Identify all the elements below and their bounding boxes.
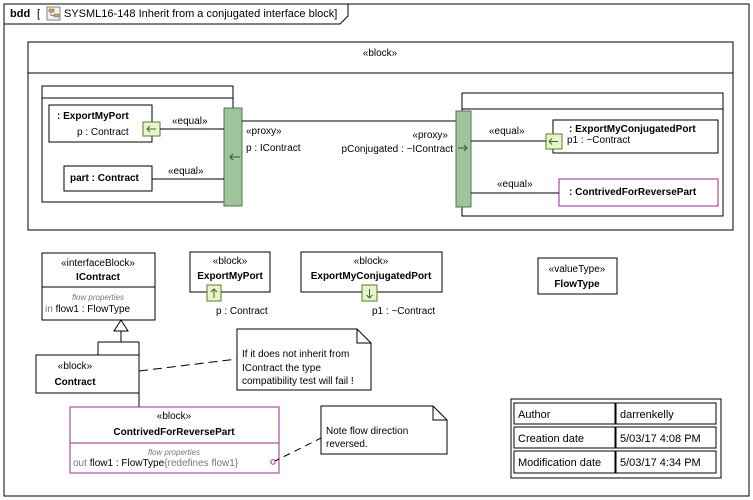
export-my-conj-port-part-name: : ExportMyConjugatedPort xyxy=(569,124,696,135)
contract-block[interactable] xyxy=(35,354,140,394)
info-value-author: darrenkelly xyxy=(620,409,674,421)
proxy-p-label: p : IContract xyxy=(246,143,301,154)
icontract-flow-property: in flow1 : FlowType xyxy=(45,304,131,315)
note-1-anchor xyxy=(138,358,238,372)
export-my-port-block-stereotype: «block» xyxy=(213,256,248,267)
contrived-part[interactable] xyxy=(558,178,719,207)
contract-part-name: part : Contract xyxy=(70,173,140,184)
proxy-port-pconjugated[interactable] xyxy=(455,110,472,208)
info-value-creation: 5/03/17 4:08 PM xyxy=(620,433,701,445)
flowtype-name: FlowType xyxy=(554,279,600,290)
equal-label-2: «equal» xyxy=(168,166,204,177)
equal-label-1: «equal» xyxy=(172,116,208,127)
export-my-port-part-name: : ExportMyPort xyxy=(57,111,129,122)
ibd-block-stereotype: «block» xyxy=(363,48,398,59)
diagram-name-bracket: [ xyxy=(37,8,40,20)
contract-part[interactable] xyxy=(63,165,153,192)
proxy-arrow-right-icon xyxy=(458,144,468,152)
diagram-name: SYSML16-148 Inherit from a conjugated in… xyxy=(64,8,337,20)
note-2-line-1: Note flow direction xyxy=(326,426,408,437)
export-my-conj-port-block-stereotype: «block» xyxy=(354,256,389,267)
contrived-block-name: ContrivedForReversePart xyxy=(113,427,235,438)
contrived-flow-property: out flow1 : FlowType{redefines flow1} xyxy=(73,458,239,469)
export-my-conj-port-block-port-label: p1 : ~Contract xyxy=(372,306,435,317)
icontract-name: IContract xyxy=(76,272,121,283)
flowtype-valuetype[interactable] xyxy=(537,257,618,295)
proxy-pconj-stereotype: «proxy» xyxy=(412,130,448,141)
contrived-compartment: flow properties xyxy=(148,448,200,457)
contrived-block[interactable] xyxy=(69,406,280,474)
contract-block-stereotype: «block» xyxy=(58,361,93,372)
export-my-port-part-feature: p : Contract xyxy=(77,127,129,138)
export-my-conj-port-block-name: ExportMyConjugatedPort xyxy=(311,271,432,282)
proxy-arrow-left-icon xyxy=(229,153,240,161)
contrived-block-stereotype: «block» xyxy=(157,411,192,422)
info-row-creation: Creation date 5/03/17 4:08 PM xyxy=(513,426,717,449)
note-2-anchor-dot xyxy=(270,459,276,465)
export-my-port-block-port-label: p : Contract xyxy=(216,306,268,317)
equal-label-3: «equal» xyxy=(489,126,525,137)
note-1[interactable] xyxy=(236,328,372,391)
diagram-icon xyxy=(46,6,61,21)
note-2-anchor xyxy=(272,437,322,463)
note-1-line-2: IContract the type xyxy=(242,363,321,374)
export-my-conj-port-part[interactable] xyxy=(552,119,719,154)
info-value-modification: 5/03/17 4:34 PM xyxy=(620,457,701,469)
export-my-port-block-name: ExportMyPort xyxy=(197,271,263,282)
note-2-line-2: reversed. xyxy=(326,439,368,450)
port-arrow-down-icon xyxy=(366,289,373,299)
port-arrow-left-icon xyxy=(146,125,156,133)
note-1-line-3: compatibility test will fail ! xyxy=(242,376,354,387)
info-key-creation: Creation date xyxy=(518,433,584,445)
icontract-stereotype: «interfaceBlock» xyxy=(61,258,135,269)
flowtype-stereotype: «valueType» xyxy=(549,264,606,275)
diagram-kind: bdd xyxy=(10,8,30,20)
proxy-pconj-label: pConjugated : ~IContract xyxy=(342,144,454,155)
note-1-line-1: If it does not inherit from xyxy=(242,349,349,360)
contract-block-name: Contract xyxy=(54,377,96,388)
info-key-modification: Modification date xyxy=(518,457,601,469)
port-arrow-up-icon xyxy=(210,288,218,298)
contrived-part-name: : ContrivedForReversePart xyxy=(569,187,697,198)
generalization-arrowhead-icon xyxy=(113,319,129,332)
diagram-header-tab xyxy=(4,4,349,25)
equal-label-4: «equal» xyxy=(497,179,533,190)
info-row-author: Author darrenkelly xyxy=(513,402,717,425)
export-my-port-block[interactable] xyxy=(189,251,271,293)
info-key-author: Author xyxy=(518,409,551,421)
note-2[interactable] xyxy=(320,405,448,455)
port-p1-arrow-left-icon xyxy=(548,138,558,145)
export-my-conj-port-part-feature: p1 : ~Contract xyxy=(567,135,630,146)
icontract-compartment: flow properties xyxy=(72,293,124,302)
info-row-modification: Modification date 5/03/17 4:34 PM xyxy=(513,450,717,474)
proxy-p-stereotype: «proxy» xyxy=(246,126,282,137)
